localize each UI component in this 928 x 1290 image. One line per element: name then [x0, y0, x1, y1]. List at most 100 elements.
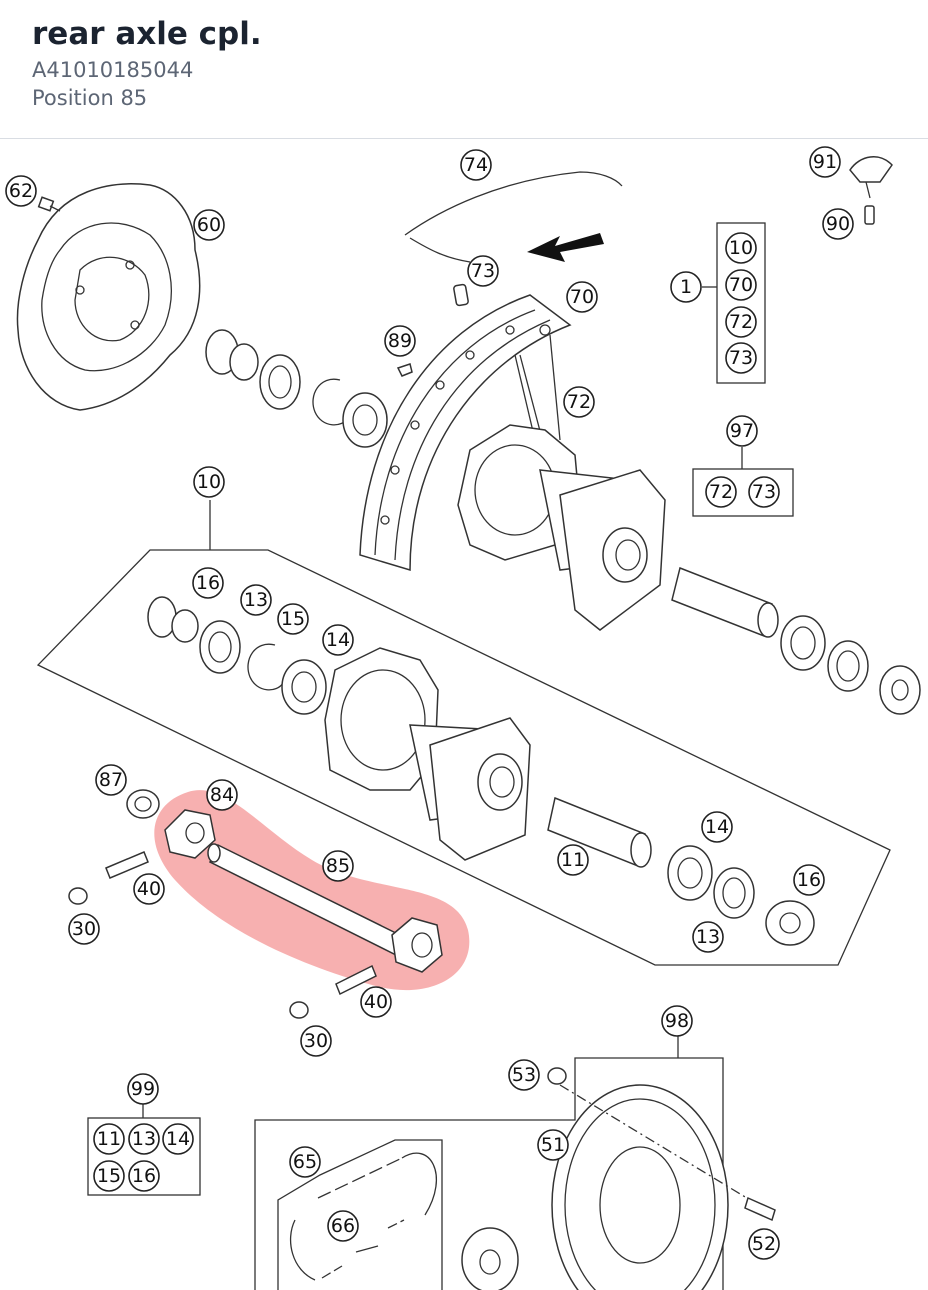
label-13-left[interactable]: 13: [240, 584, 272, 616]
label-16-left[interactable]: 16: [192, 567, 224, 599]
label-14-right[interactable]: 14: [701, 811, 733, 843]
circlip-upper[interactable]: [312, 378, 349, 426]
bolt-40-left[interactable]: [105, 851, 149, 879]
tire-74[interactable]: [404, 171, 623, 263]
brake-disc-60[interactable]: [16, 183, 201, 411]
front-sprocket[interactable]: [461, 1227, 519, 1290]
svg-text:16: 16: [132, 1165, 156, 1187]
hub-lower[interactable]: [324, 647, 531, 861]
label-85[interactable]: 85: [322, 850, 354, 882]
seal-upper-right[interactable]: [780, 615, 826, 671]
svg-text:14: 14: [166, 1128, 190, 1150]
label-60[interactable]: 60: [193, 209, 225, 241]
spacer-tube-11[interactable]: [547, 796, 652, 868]
valve-73[interactable]: [453, 283, 469, 307]
seal-13-left[interactable]: [199, 620, 241, 674]
label-13-right[interactable]: 13: [692, 921, 724, 953]
bearing-14-right[interactable]: [667, 845, 713, 901]
bearing-14-left[interactable]: [281, 659, 327, 715]
label-99[interactable]: 99: [127, 1073, 159, 1105]
label-65[interactable]: 65: [289, 1146, 321, 1178]
spacer-tube-upper[interactable]: [671, 566, 779, 638]
kit99-item-16[interactable]: 16: [128, 1160, 160, 1192]
bolt-40-right[interactable]: [335, 964, 377, 996]
kit1-item-10[interactable]: 10: [725, 232, 757, 264]
svg-text:14: 14: [705, 816, 729, 838]
label-40-left[interactable]: 40: [133, 873, 165, 905]
nut-30-left[interactable]: [68, 887, 88, 905]
label-97[interactable]: 97: [726, 415, 758, 447]
valve-tool-91[interactable]: [849, 156, 893, 199]
label-98[interactable]: 98: [661, 1005, 693, 1037]
kit99-item-11[interactable]: 11: [93, 1123, 125, 1155]
chain-adjuster-84-right[interactable]: [391, 917, 443, 973]
chain-65[interactable]: [289, 1152, 437, 1281]
label-89[interactable]: 89: [384, 325, 416, 357]
kit99-item-15[interactable]: 15: [93, 1160, 125, 1192]
nut-87[interactable]: [126, 789, 160, 819]
kit97-item-73[interactable]: 73: [748, 476, 780, 508]
bearing-upper-left[interactable]: [342, 392, 388, 448]
svg-text:62: 62: [9, 180, 33, 202]
svg-text:87: 87: [99, 769, 123, 791]
kit-box-1: [716, 222, 766, 384]
label-30-left[interactable]: 30: [68, 913, 100, 945]
label-10[interactable]: 10: [193, 466, 225, 498]
label-30-right[interactable]: 30: [300, 1025, 332, 1057]
label-14-left[interactable]: 14: [322, 624, 354, 656]
nipple-89[interactable]: [396, 363, 413, 377]
spacer-upper-left[interactable]: [205, 329, 259, 381]
kit-box-99: [87, 1117, 201, 1196]
label-16-right[interactable]: 16: [793, 864, 825, 896]
label-53[interactable]: 53: [508, 1059, 540, 1091]
kit99-item-14[interactable]: 14: [162, 1123, 194, 1155]
label-40-right[interactable]: 40: [360, 986, 392, 1018]
label-73[interactable]: 73: [467, 255, 499, 287]
label-1[interactable]: 1: [670, 271, 702, 303]
bearing-upper-right[interactable]: [827, 640, 869, 692]
valve-cap-90[interactable]: [864, 205, 875, 225]
hub-upper[interactable]: [457, 424, 666, 631]
kit97-item-72[interactable]: 72: [705, 476, 737, 508]
spacer-16-right[interactable]: [765, 900, 815, 946]
svg-text:84: 84: [210, 784, 234, 806]
svg-text:65: 65: [293, 1151, 317, 1173]
svg-text:72: 72: [729, 311, 753, 333]
spacer-16-left[interactable]: [147, 596, 199, 643]
rim-70[interactable]: [359, 294, 572, 572]
svg-text:72: 72: [567, 391, 591, 413]
svg-text:13: 13: [132, 1128, 156, 1150]
disc-bolt-62[interactable]: [37, 196, 61, 212]
seal-upper-left[interactable]: [259, 354, 301, 410]
sprocket-bolt-52[interactable]: [744, 1196, 776, 1222]
master-link-66[interactable]: [321, 1219, 405, 1279]
kit99-item-13[interactable]: 13: [128, 1123, 160, 1155]
kit1-item-72[interactable]: 72: [725, 306, 757, 338]
label-72[interactable]: 72: [563, 386, 595, 418]
sprocket-51[interactable]: [551, 1084, 729, 1290]
kit1-item-70[interactable]: 70: [725, 269, 757, 301]
seal-13-right[interactable]: [713, 867, 755, 919]
label-11[interactable]: 11: [557, 844, 589, 876]
chain-adjuster-84[interactable]: [164, 809, 216, 859]
svg-text:15: 15: [281, 608, 305, 630]
label-62[interactable]: 62: [5, 175, 37, 207]
svg-text:40: 40: [137, 878, 161, 900]
label-91[interactable]: 91: [809, 146, 841, 178]
svg-text:90: 90: [826, 213, 850, 235]
label-74[interactable]: 74: [460, 149, 492, 181]
nut-30-right[interactable]: [289, 1001, 309, 1019]
kit1-item-73[interactable]: 73: [725, 342, 757, 374]
label-66[interactable]: 66: [327, 1210, 359, 1242]
label-84[interactable]: 84: [206, 779, 238, 811]
label-15[interactable]: 15: [277, 603, 309, 635]
label-51[interactable]: 51: [537, 1129, 569, 1161]
label-90[interactable]: 90: [822, 208, 854, 240]
spacer-upper-right[interactable]: [879, 665, 921, 715]
sprocket-nut-53[interactable]: [547, 1067, 567, 1085]
label-52[interactable]: 52: [748, 1228, 780, 1260]
circlip-15[interactable]: [247, 643, 284, 691]
label-87[interactable]: 87: [95, 764, 127, 796]
svg-text:97: 97: [730, 420, 754, 442]
label-70[interactable]: 70: [566, 281, 598, 313]
